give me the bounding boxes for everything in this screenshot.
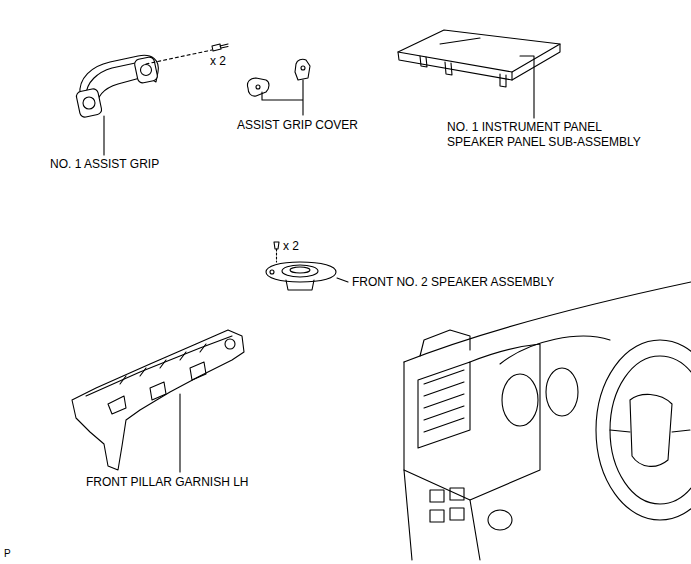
part-label: NO. 1 INSTRUMENT PANEL SPEAKER PANEL SUB… (447, 120, 652, 150)
screw-symbol (212, 44, 228, 51)
part-label: NO. 1 ASSIST GRIP (50, 157, 159, 172)
part-label: FRONT NO. 2 SPEAKER ASSEMBLY (352, 275, 554, 290)
pillar-garnish-drawing (72, 330, 244, 472)
speaker-drawing (266, 242, 348, 290)
grip-cover-drawing (247, 59, 310, 115)
figure-code: P (4, 546, 11, 561)
leader-line (103, 116, 104, 155)
quantity-label: x 2 (210, 54, 226, 69)
quantity-label: x 2 (283, 239, 299, 254)
part-label: ASSIST GRIP COVER (237, 118, 358, 133)
part-label: FRONT PILLAR GARNISH LH (86, 475, 248, 490)
speaker-panel-drawing (398, 30, 560, 118)
instrument-panel-drawing (404, 282, 691, 560)
assist-grip-drawing (76, 50, 212, 118)
